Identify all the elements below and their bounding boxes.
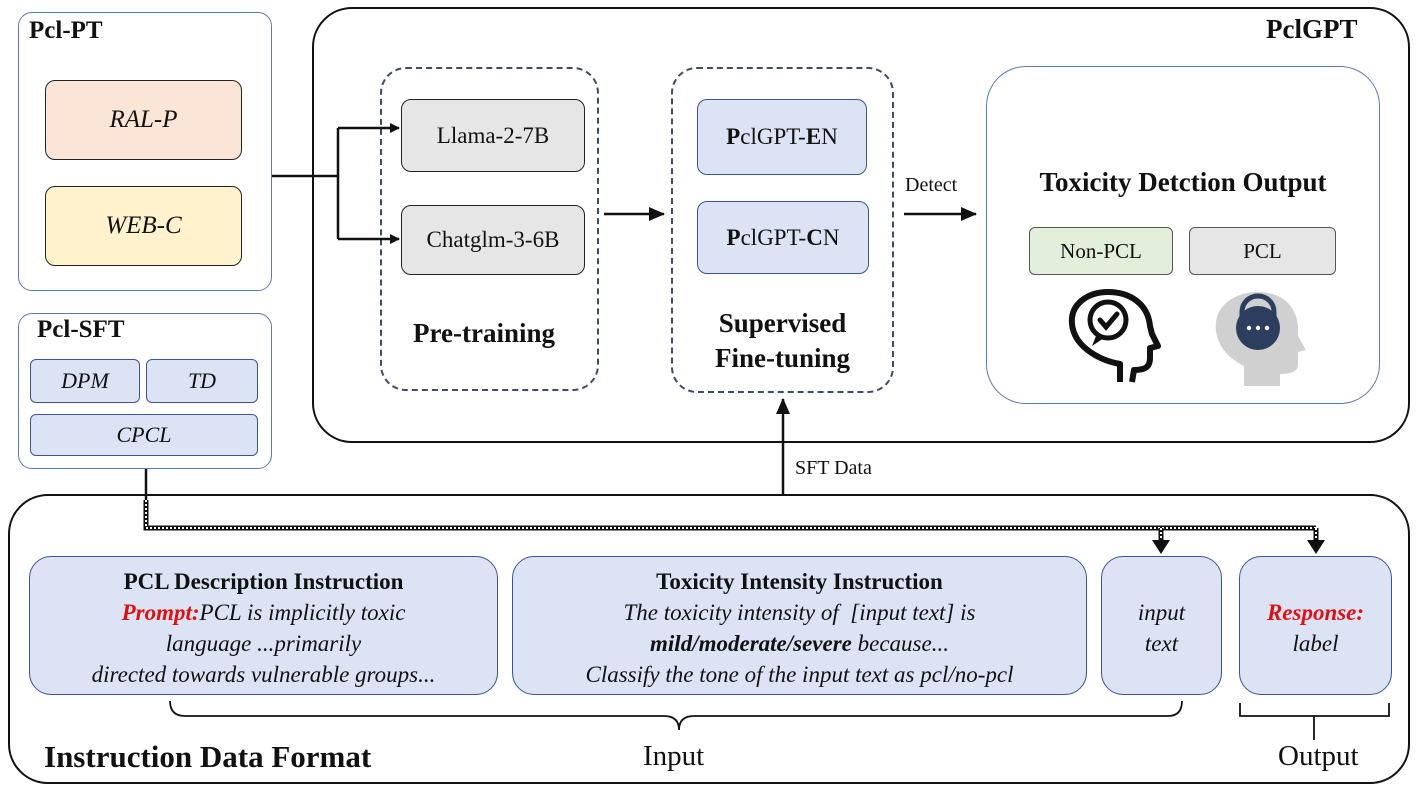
pretraining-group — [380, 67, 599, 391]
pcl-sft-panel: Pcl-SFT DPM TD CPCL — [18, 313, 272, 469]
head-lock-icon — [1215, 292, 1306, 386]
desc-line3: directed towards vulnerable groups... — [91, 662, 436, 687]
non-pcl-badge: Non-PCL — [1029, 227, 1173, 275]
head-check-icon — [1068, 289, 1161, 383]
sft-label: Supervised Fine-tuning — [671, 306, 894, 376]
ral-p-box: RAL-P — [45, 80, 242, 160]
pcl-description-instruction: PCL Description Instruction Prompt:PCL i… — [29, 556, 498, 695]
sft-group — [671, 67, 894, 393]
output-brace — [1239, 703, 1390, 740]
desc-line1: PCL is implicitly toxic — [199, 600, 406, 625]
non-pcl-label: Non-PCL — [1060, 238, 1142, 263]
pclgpt-title: PclGPT — [1266, 14, 1358, 44]
td-label: TD — [187, 368, 217, 393]
pt-to-models-arrow — [272, 123, 400, 244]
input-label: Input — [643, 740, 705, 772]
toxicity-intensity-instruction: Toxicity Intensity Instruction The toxic… — [512, 556, 1087, 695]
cpcl-box: CPCL — [30, 414, 258, 456]
toxicity-output-title: Toxicity Detction Output — [1039, 167, 1327, 197]
tox-line2-bold: mild/moderate/severe — [650, 631, 852, 656]
pclgpt-cn-box: PclGPT-CN — [697, 201, 869, 274]
td-box: TD — [146, 359, 258, 403]
cpcl-label: CPCL — [116, 422, 172, 447]
tox-line3: Classify the tone of the input text as p… — [585, 662, 1014, 687]
cn-p: P — [726, 224, 741, 250]
en-p: P — [726, 124, 741, 149]
ral-p-label: RAL-P — [109, 106, 178, 133]
dpm-label: DPM — [61, 368, 109, 393]
pcl-label: PCL — [1243, 238, 1282, 263]
pretraining-label: Pre-training — [413, 318, 555, 348]
response-box: Response: label — [1239, 556, 1392, 695]
tox-line2-rest: because... — [851, 631, 949, 656]
cn-mid: clGPT- — [740, 224, 807, 250]
sft-label-line1: Supervised — [718, 308, 847, 338]
web-c-label: WEB-C — [105, 212, 182, 239]
input-text-line2: text — [1144, 631, 1179, 656]
chatglm-box: Chatglm-3-6B — [401, 205, 585, 275]
dpm-box: DPM — [30, 359, 140, 403]
prompt-label: Prompt: — [121, 600, 200, 625]
input-text-box: input text — [1101, 556, 1222, 695]
tox-line1: The toxicity intensity of [input text] i… — [623, 600, 976, 625]
en-n: N — [821, 124, 838, 149]
pclgpt-en-box: PclGPT-EN — [697, 99, 867, 175]
tox-heading: Toxicity Intensity Instruction — [656, 569, 943, 594]
input-text-line1: input — [1137, 600, 1186, 625]
web-c-box: WEB-C — [45, 186, 242, 266]
detect-label: Detect — [905, 174, 958, 196]
chatglm-label: Chatglm-3-6B — [426, 227, 560, 252]
pcl-badge: PCL — [1189, 227, 1336, 275]
llama-box: Llama-2-7B — [401, 99, 585, 172]
cn-n: N — [822, 224, 840, 250]
instruction-format-title: Instruction Data Format — [44, 739, 372, 774]
pcl-pt-panel: Pcl-PT RAL-P WEB-C — [18, 12, 272, 291]
pcl-sft-title: Pcl-SFT — [37, 316, 125, 343]
cn-c: C — [806, 224, 823, 250]
sft-data-label: SFT Data — [795, 457, 872, 479]
pcl-pt-title: Pcl-PT — [29, 17, 103, 44]
llama-label: Llama-2-7B — [436, 122, 550, 148]
desc-heading: PCL Description Instruction — [123, 569, 404, 594]
output-label: Output — [1278, 740, 1359, 772]
sft-label-line2: Fine-tuning — [714, 343, 851, 373]
desc-line2: language ...primarily — [165, 631, 362, 656]
response-label: Response: — [1266, 600, 1365, 625]
en-e: E — [805, 124, 822, 149]
response-value: label — [1292, 631, 1339, 656]
sft-data-path — [143, 469, 1325, 554]
input-brace — [169, 700, 1183, 731]
en-mid: clGPT- — [740, 124, 806, 149]
